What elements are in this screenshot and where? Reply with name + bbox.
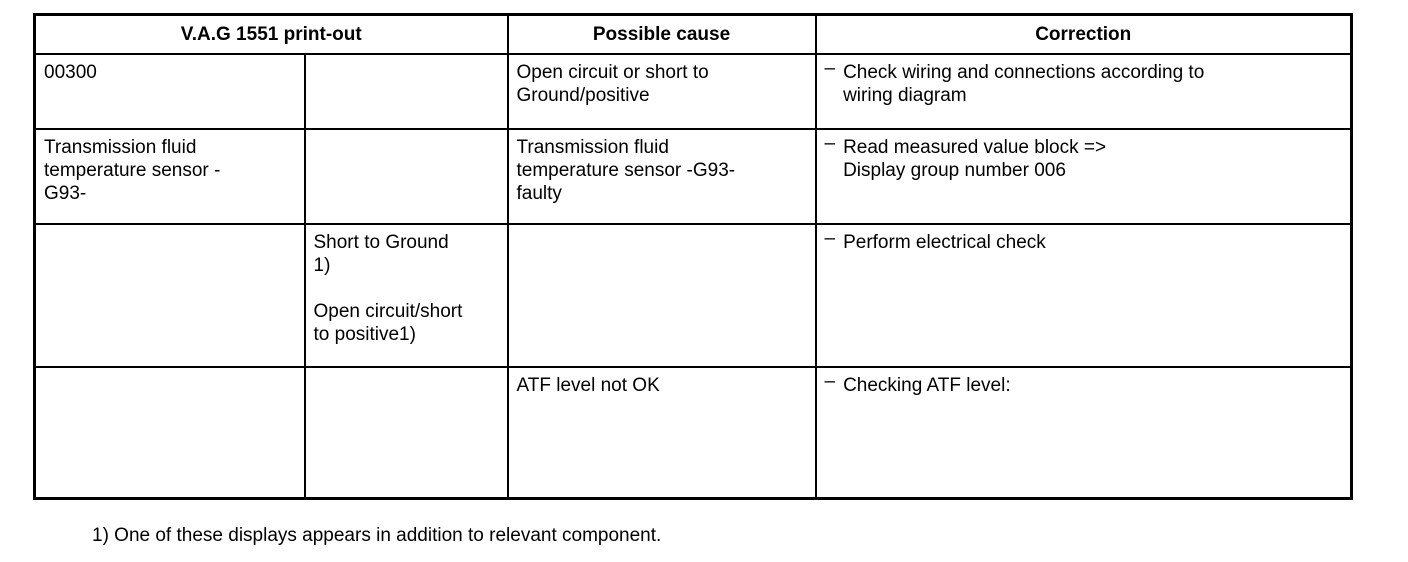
correction-item: – Perform electrical check xyxy=(825,228,1343,254)
cell-possible-cause: Open circuit or short to Ground/positive xyxy=(506,52,817,130)
cell-possible-cause xyxy=(506,222,817,368)
correction-text: Check wiring and connections according t… xyxy=(843,61,1205,106)
cell-sub-cause xyxy=(303,127,509,225)
table-row: Short to Ground 1) Open circuit/short to… xyxy=(33,222,1353,368)
diagnostic-table: V.A.G 1551 print-out Possible cause Corr… xyxy=(33,13,1353,500)
cell-correction: – Checking ATF level: xyxy=(814,365,1353,500)
cell-possible-cause: ATF level not OK xyxy=(506,365,817,500)
cell-correction: – Read measured value block => Display g… xyxy=(814,127,1353,225)
dash-bullet: – xyxy=(824,132,836,154)
dash-bullet: – xyxy=(824,227,836,249)
possible-cause-text: Transmission fluid temperature sensor -G… xyxy=(516,136,736,204)
cell-sub-cause xyxy=(303,52,509,130)
column-header-possible-cause: Possible cause xyxy=(506,13,817,55)
table-row: ATF level not OK – Checking ATF level: xyxy=(33,365,1353,500)
table-row: 00300 Open circuit or short to Ground/po… xyxy=(33,52,1353,130)
correction-text: Checking ATF level: xyxy=(843,374,1011,396)
possible-cause-text: ATF level not OK xyxy=(516,374,660,396)
fault-code-text: Transmission fluid temperature sensor - … xyxy=(44,136,221,204)
cell-fault-code: Transmission fluid temperature sensor - … xyxy=(33,127,306,225)
cell-fault-code: 00300 xyxy=(33,52,306,130)
cell-fault-code xyxy=(33,222,306,368)
possible-cause-text: Open circuit or short to Ground/positive xyxy=(516,61,709,106)
cell-correction: – Perform electrical check xyxy=(814,222,1353,368)
fault-code-text: 00300 xyxy=(44,61,97,83)
correction-item: – Read measured value block => Display g… xyxy=(825,133,1343,182)
cell-sub-cause: Short to Ground 1) Open circuit/short to… xyxy=(303,222,509,368)
column-header-printout: V.A.G 1551 print-out xyxy=(33,13,509,55)
column-header-correction: Correction xyxy=(814,13,1353,55)
dash-bullet: – xyxy=(824,370,836,392)
correction-text: Perform electrical check xyxy=(843,231,1046,253)
correction-item: – Check wiring and connections according… xyxy=(825,58,1343,107)
footnote: 1) One of these displays appears in addi… xyxy=(92,525,662,546)
correction-text: Read measured value block => Display gro… xyxy=(843,136,1107,181)
table-header-row: V.A.G 1551 print-out Possible cause Corr… xyxy=(33,13,1353,55)
sub-cause-text: Short to Ground 1) Open circuit/short to… xyxy=(313,231,463,345)
table-row: Transmission fluid temperature sensor - … xyxy=(33,127,1353,225)
cell-possible-cause: Transmission fluid temperature sensor -G… xyxy=(506,127,817,225)
cell-fault-code xyxy=(33,365,306,500)
dash-bullet: – xyxy=(824,57,836,79)
cell-correction: – Check wiring and connections according… xyxy=(814,52,1353,130)
correction-item: – Checking ATF level: xyxy=(825,371,1343,397)
cell-sub-cause xyxy=(303,365,509,500)
